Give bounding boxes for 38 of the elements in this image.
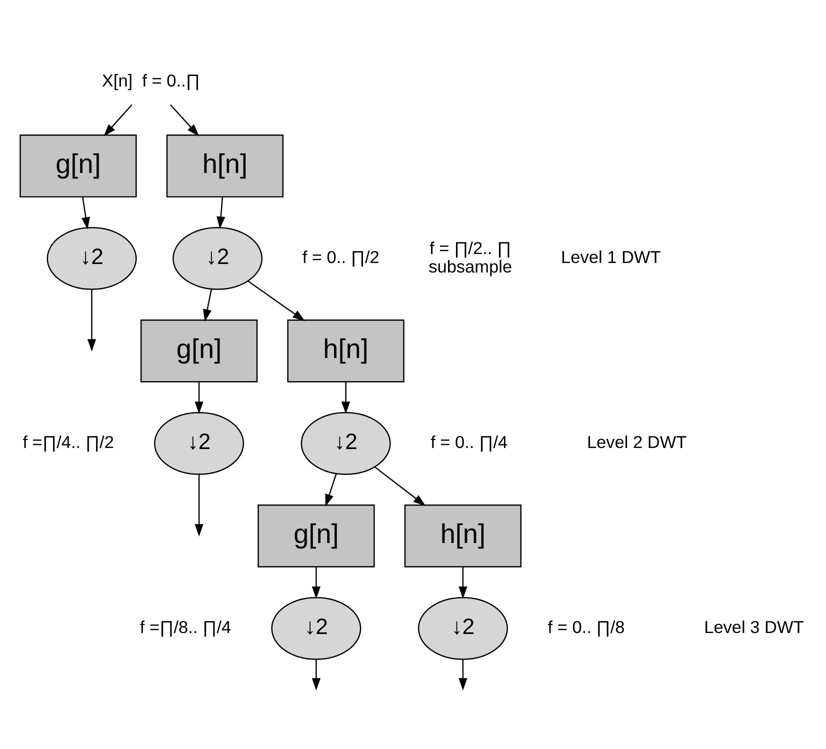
arrow [312, 658, 321, 690]
node-box: g[n] [140, 319, 258, 382]
node-box: h[n] [404, 504, 522, 567]
arrow [458, 658, 468, 690]
arrow [216, 196, 226, 228]
node-text: X[n] f = 0..∏ [102, 70, 200, 90]
node-box: h[n] [287, 319, 404, 382]
arrow [194, 474, 204, 536]
arrow [203, 288, 212, 322]
arrow [248, 280, 306, 321]
arrow [341, 382, 350, 414]
node-label: f = 0.. ∏/2 [302, 246, 380, 267]
node-ellipse: ↓2 [154, 412, 244, 474]
node-box: g[n] [20, 134, 137, 197]
label: Level 3 DWT [704, 616, 804, 636]
arrow [458, 566, 468, 598]
arrow [170, 104, 200, 136]
arrow [87, 289, 96, 351]
node-label: f = 0.. ∏/8 [548, 616, 625, 636]
node-ellipse: ↓2 [418, 596, 508, 660]
node-label: f = ∏/2.. ∏ [430, 237, 512, 258]
arrow [312, 566, 321, 598]
node-label: f = 0.. ∏/4 [430, 432, 508, 452]
label: Level 1 DWT [561, 246, 661, 267]
arrow [325, 472, 337, 506]
node-ellipse: ↓2 [46, 226, 137, 290]
arrow [194, 382, 204, 414]
arrow [104, 104, 132, 136]
node-label: f =∏/8.. ∏/4 [140, 616, 232, 636]
arrow [374, 466, 426, 506]
node-ellipse: ↓2 [300, 412, 391, 474]
label: Level 2 DWT [586, 432, 687, 452]
node-label: f =∏/4.. ∏/2 [22, 432, 114, 452]
node-box: g[n] [258, 504, 375, 567]
node-ellipse: ↓2 [172, 226, 263, 290]
arrow [81, 196, 90, 230]
node-ellipse: ↓2 [271, 596, 362, 660]
node-box: h[n] [166, 134, 284, 197]
